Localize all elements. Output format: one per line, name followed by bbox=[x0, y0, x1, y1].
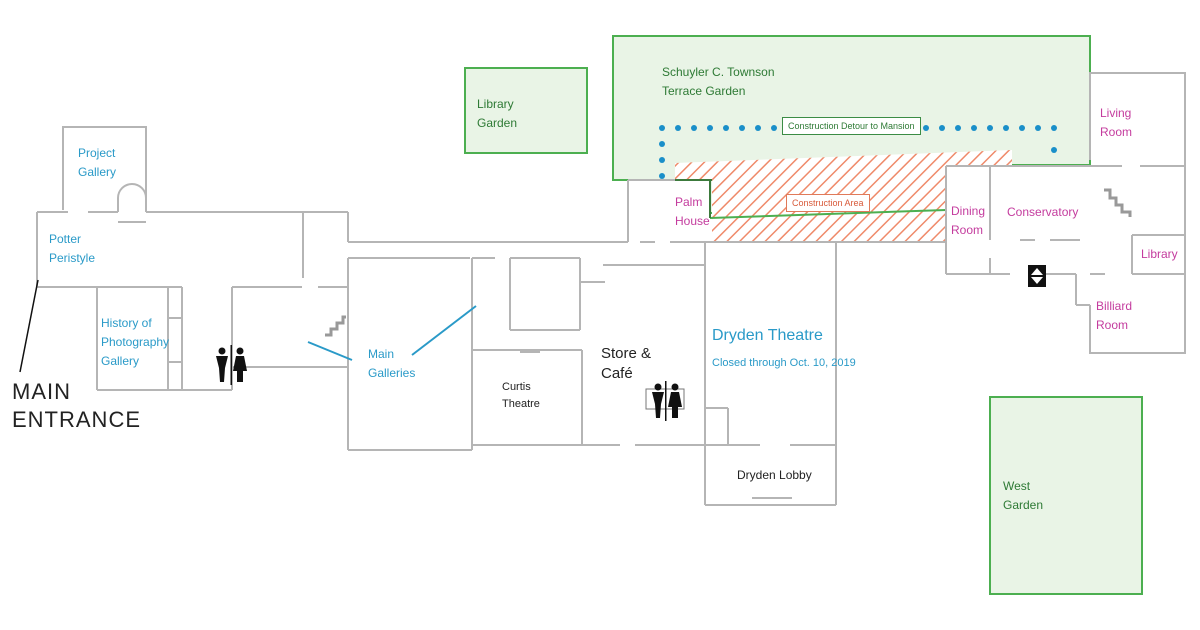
palm-house-label: Palm House bbox=[675, 195, 710, 228]
detour-path bbox=[659, 125, 1057, 179]
gallery-partition-right bbox=[411, 305, 477, 356]
project-gallery-label: Project Gallery bbox=[78, 146, 117, 179]
stairs-icon bbox=[1104, 188, 1132, 217]
building-walls bbox=[36, 72, 1186, 506]
main-entrance-label: MAIN ENTRANCE bbox=[12, 379, 142, 432]
library-garden-area bbox=[464, 67, 588, 154]
living-room-label: Living Room bbox=[1100, 106, 1133, 139]
dining-room-label: Dining Room bbox=[951, 204, 986, 237]
main-galleries-label: Main Galleries bbox=[368, 347, 416, 380]
restroom-icon bbox=[216, 345, 247, 385]
west-garden-area bbox=[989, 396, 1143, 595]
dryden-lobby-label: Dryden Lobby bbox=[737, 468, 812, 482]
library-label: Library bbox=[1141, 247, 1178, 261]
terrace-garden-label: Schuyler C. Townson Terrace Garden bbox=[662, 65, 775, 98]
restroom-icon bbox=[645, 381, 685, 421]
library-garden-label: Library Garden bbox=[477, 97, 518, 130]
construction-area-label: Construction Area bbox=[786, 194, 870, 212]
dryden-closed-notice: Closed through Oct. 10, 2019 bbox=[712, 357, 856, 369]
gallery-partition-left bbox=[307, 341, 353, 361]
potter-peristyle-label: Potter Peristyle bbox=[49, 232, 96, 265]
dryden-theatre-label: Dryden Theatre bbox=[712, 327, 823, 344]
elevator-icon bbox=[1028, 265, 1046, 287]
conservatory-label: Conservatory bbox=[1007, 205, 1079, 219]
construction-edge bbox=[709, 209, 947, 219]
billiard-room-label: Billiard Room bbox=[1096, 299, 1133, 332]
construction-detour-label: Construction Detour to Mansion bbox=[782, 117, 921, 135]
stairs-icon bbox=[325, 315, 346, 337]
store-cafe-label: Store & Café bbox=[601, 345, 652, 382]
west-garden-label: West Garden bbox=[1003, 479, 1044, 512]
curtis-theatre-label: Curtis Theatre bbox=[502, 381, 540, 410]
history-gallery-label: History of Photography Gallery bbox=[101, 316, 170, 368]
entrance-pointer bbox=[19, 279, 39, 373]
